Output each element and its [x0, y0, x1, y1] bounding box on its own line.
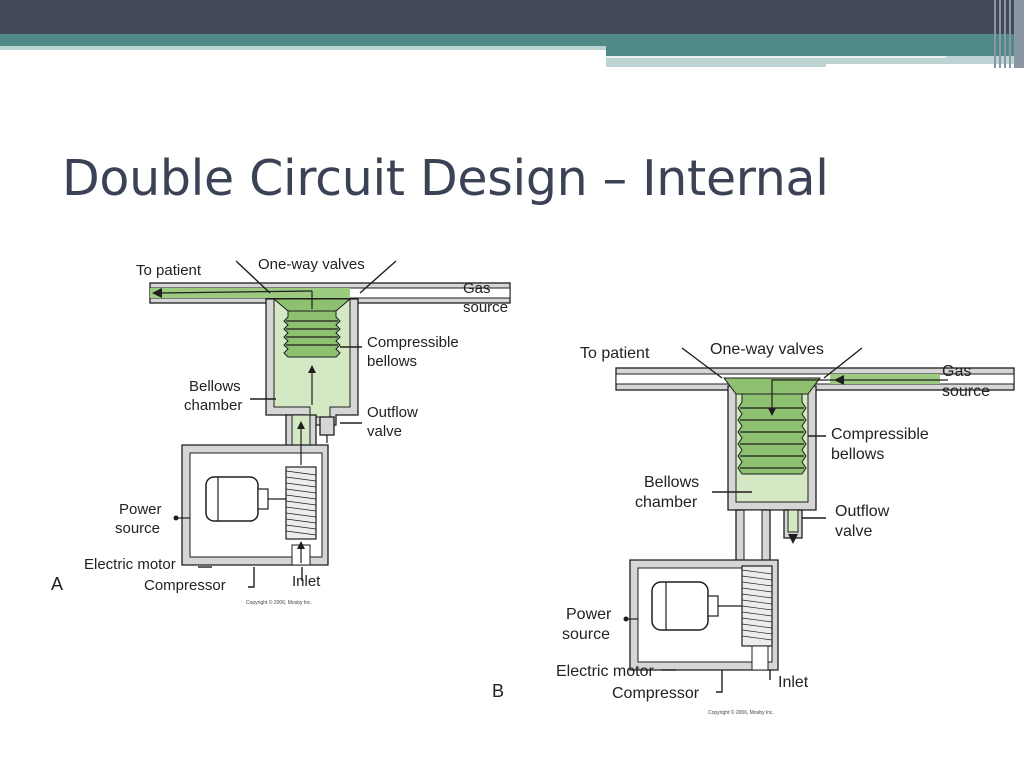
- bellows-chamber-label-b-line2: chamber: [635, 494, 698, 511]
- panel-letter-a: A: [51, 574, 63, 594]
- power-source-label-b: Power: [566, 606, 612, 623]
- one-way-valves-b: [681, 347, 863, 379]
- power-source-label-a-line2: source: [115, 520, 160, 537]
- inlet-label-b: Inlet: [778, 674, 809, 691]
- copyright-a: Copyright © 2006, Mosby Inc.: [246, 599, 312, 606]
- electric-motor-b: [651, 581, 742, 631]
- one-way-valves-label-b: One-way valves: [710, 341, 824, 358]
- panel-letter-b: B: [492, 681, 504, 701]
- power-source-plug-b: [623, 616, 638, 622]
- outflow-valve-label-a-line2: valve: [367, 423, 402, 440]
- inlet-label-a: Inlet: [292, 573, 321, 590]
- bellows-chamber-label-b: Bellows: [644, 474, 699, 491]
- compressible-bellows-b: [737, 393, 807, 475]
- slide-header-banner: [0, 0, 1024, 68]
- one-way-valves-label-a: One-way valves: [258, 256, 365, 273]
- to-patient-label-b: To patient: [580, 345, 650, 362]
- banner-teal-band: [0, 34, 1024, 46]
- outflow-valve-label-b-line2: valve: [835, 523, 872, 540]
- outflow-valve-a: [319, 416, 335, 443]
- compressible-bellows-label-b: Compressible: [831, 426, 929, 443]
- gas-source-label-a-line2: source: [463, 299, 508, 316]
- gas-source-label-b: Gas: [942, 363, 971, 380]
- compressor-label-b: Compressor: [612, 685, 700, 702]
- flow-arrows-b: [768, 375, 948, 416]
- compressible-bellows-label-b-line2: bellows: [831, 446, 884, 463]
- copyright-b: Copyright © 2006, Mosby Inc.: [708, 709, 774, 716]
- bellows-chamber-label-a-line2: chamber: [184, 397, 242, 414]
- banner-teal-step: [606, 46, 1024, 56]
- bellows-chamber-label-a: Bellows: [189, 378, 241, 395]
- gas-pipe-a: [149, 282, 511, 304]
- banner-highlight-line: [606, 56, 946, 58]
- banner-right-stripes: [994, 0, 1024, 68]
- ventilator-diagram-b: To patient One-way valves Gas source Com…: [492, 341, 1015, 716]
- banner-dark-band: [0, 0, 1024, 34]
- ventilator-diagram-a: To patient One-way valves Gas source Com…: [51, 256, 511, 606]
- outflow-valve-label-b: Outflow: [835, 503, 890, 520]
- outflow-valve-label-a: Outflow: [367, 404, 418, 421]
- slide-title: Double Circuit Design – Internal: [62, 150, 829, 207]
- electric-motor-label-a: Electric motor: [84, 556, 176, 573]
- compressible-bellows-label-a-line2: bellows: [367, 353, 417, 370]
- power-source-label-a: Power: [119, 501, 162, 518]
- power-source-label-b-line2: source: [562, 626, 610, 643]
- one-way-valves-a: [235, 260, 397, 294]
- compressor-b: [741, 565, 773, 647]
- flow-arrows-a: [152, 288, 316, 563]
- gas-source-label-b-line2: source: [942, 383, 990, 400]
- leader-lines-b: [662, 435, 826, 693]
- compressor-label-a: Compressor: [144, 577, 226, 594]
- compressible-bellows-a: [283, 310, 341, 358]
- compressor-a: [285, 466, 317, 540]
- to-patient-label-a: To patient: [136, 262, 202, 279]
- electric-motor-a: [205, 476, 286, 522]
- banner-light-band-left: [0, 46, 606, 50]
- outflow-valve-b: [783, 509, 803, 544]
- leader-lines-a: [198, 346, 362, 588]
- banner-underline: [606, 64, 826, 67]
- banner-light-step: [606, 56, 1024, 64]
- electric-motor-label-b: Electric motor: [556, 663, 654, 680]
- inlet-opening-b: [751, 645, 769, 671]
- compressible-bellows-label-a: Compressible: [367, 334, 459, 351]
- gas-source-label-a: Gas: [463, 280, 491, 297]
- power-source-plug-a: [173, 515, 190, 521]
